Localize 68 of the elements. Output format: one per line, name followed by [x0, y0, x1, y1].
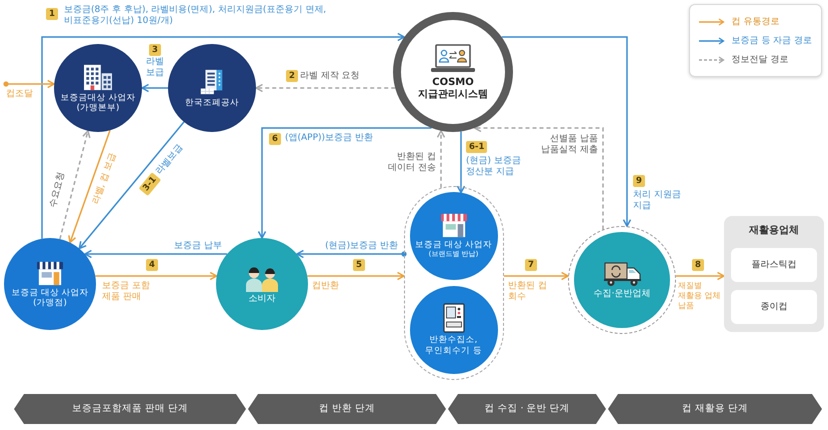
legend-label: 컵 유통경로	[731, 16, 780, 28]
edge-label: 라벨, 컵 보급	[91, 152, 120, 206]
dashed-arrow	[436, 130, 446, 188]
step-number: 6-1	[466, 141, 488, 153]
stage-label: 컵 수집 · 운반 단계	[484, 403, 570, 415]
stage-label: 컵 반환 단계	[318, 403, 376, 415]
node-label: 보증금 대상 사업자	[414, 240, 492, 250]
step-number: 2	[286, 70, 298, 82]
edge-label: 반환된 컵 데이터 전송	[387, 152, 436, 174]
edge-label: 라벨 제작 요청	[300, 71, 361, 82]
item-box	[731, 248, 817, 282]
edge-label: (앱(APP))보증금 반환	[285, 133, 374, 144]
edge-label: 보증금 포함 제품 판매	[102, 281, 151, 304]
arrow	[676, 272, 725, 280]
arrow	[258, 127, 432, 239]
edge-label: (현금)보증금 반환	[324, 241, 398, 252]
node-label: 한국조폐공사	[185, 98, 239, 108]
node-label: 수집·운반업체	[594, 288, 650, 300]
edge-label: 컵반환	[312, 281, 340, 292]
node-label: 반환수집소, 무인회수기 등	[424, 335, 482, 356]
edge-label: 컵조달	[6, 89, 34, 100]
edge-label: 처리 지원금 지급	[633, 190, 682, 212]
arrow	[296, 250, 407, 258]
item-box	[731, 290, 817, 324]
arrow	[3, 80, 55, 88]
edge-label: 보증금(8주 후 후납), 라벨비용(면제), 처리지원금(표준용기 면제, 비표준용기(선납) 10원/개)	[64, 5, 328, 28]
edge-label: 재질별 재활용 업체 납품	[678, 281, 722, 311]
arrow	[504, 272, 569, 280]
arrow	[307, 272, 405, 280]
dashed-arrow	[59, 130, 90, 240]
stage-label: 컵 재활용 단계	[682, 403, 748, 415]
step-number: 7	[525, 259, 537, 271]
dashed-arrow	[255, 84, 396, 92]
step-number: 9	[633, 175, 645, 187]
step-number: 1	[46, 8, 58, 20]
arrow	[84, 250, 228, 258]
arrow	[456, 132, 466, 194]
node-circle	[410, 192, 498, 280]
node-label: 플라스틱컵	[752, 260, 796, 270]
group-panel	[724, 216, 824, 332]
edge-label: 수요요청	[48, 171, 68, 209]
arrow	[95, 272, 218, 280]
legend-label: 보증금 등 자금 경로	[731, 35, 812, 47]
step-number: 6	[269, 133, 281, 145]
arrow	[141, 84, 168, 92]
arrow	[502, 36, 632, 227]
edge-label: (현금) 보증금 정산분 지급	[466, 156, 522, 178]
node-label: 보증금대상 사업자 (가맹본부)	[60, 92, 136, 114]
step-number: 8	[692, 259, 704, 271]
edge-label: 보증금 납부	[173, 241, 222, 252]
edge-label: 라벨 보급	[146, 57, 164, 80]
node-label: COSMO 지급관리시스템	[418, 76, 488, 102]
step-number: 4	[146, 259, 158, 271]
step-number: 5	[353, 259, 365, 271]
arrow	[78, 121, 185, 250]
stage-label: 보증금포함제품 판매 단계	[72, 403, 188, 415]
node-label: 종이컵	[760, 302, 788, 312]
edge-label: 반환된 컵 회수	[508, 281, 548, 304]
edge-label: 선별품 납품 납품실적 제출	[540, 134, 598, 156]
dashed-group-outline	[404, 186, 504, 380]
dashed-arrow	[474, 124, 604, 230]
node-label: 보증금 대상 사업자 (가맹점)	[10, 288, 90, 308]
arrow	[41, 32, 406, 239]
group-title: 재활용업체	[749, 225, 799, 238]
step-number: 3	[149, 44, 161, 56]
arrow	[68, 130, 111, 244]
legend-label: 정보전달 경로	[731, 54, 788, 66]
node-label: 소비자	[248, 294, 276, 304]
